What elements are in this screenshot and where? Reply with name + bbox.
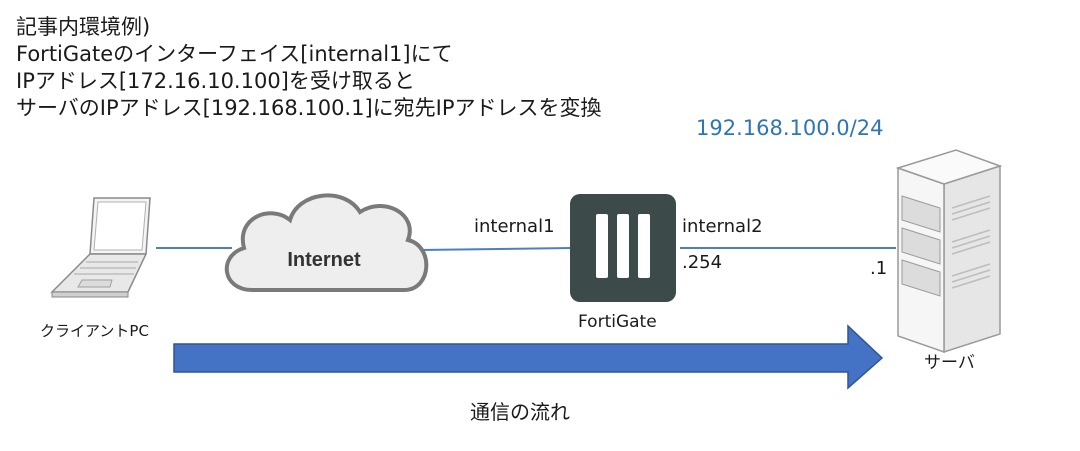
server-icon (895, 149, 1003, 354)
laptop-icon (50, 197, 151, 298)
client-pc-label: クライアントPC (40, 322, 149, 340)
internet-label: Internet (287, 249, 361, 271)
fortigate-label: FortiGate (578, 312, 657, 332)
subnet-label: 192.168.100.0/24 (696, 116, 884, 140)
caption-line-2: FortiGateのインターフェイス[internal1]にて (16, 42, 453, 66)
flow-label: 通信の流れ (470, 400, 570, 424)
caption-line-4: サーバのIPアドレス[192.168.100.1]に宛先IPアドレスを変換 (16, 96, 602, 120)
server-ip-label: .1 (870, 258, 888, 279)
interface-internal2-label: internal2 (682, 216, 763, 237)
server-label: サーバ (924, 353, 975, 373)
link-internet-fortigate (419, 247, 573, 251)
interface-internal1-label: internal1 (474, 216, 555, 237)
flow-arrow (173, 324, 884, 390)
caption-line-3: IPアドレス[172.16.10.100]を受け取ると (16, 69, 415, 93)
fortigate-ip-label: .254 (682, 252, 723, 273)
cloud-icon (224, 193, 429, 292)
caption: 記事内環境例) FortiGateのインターフェイス[internal1]にて … (16, 14, 602, 122)
fortigate-icon (570, 194, 676, 302)
caption-line-1: 記事内環境例) (16, 15, 151, 39)
